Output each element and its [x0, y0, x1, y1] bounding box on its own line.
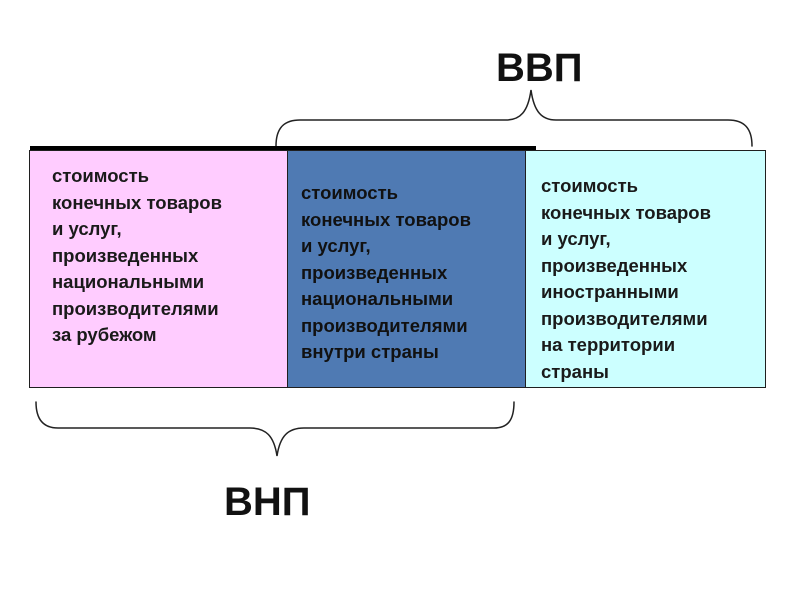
box-national-domestic-text: стоимость конечных товаров и услуг, прои… [301, 182, 471, 362]
box-foreign-domestic-text: стоимость конечных товаров и услуг, прои… [541, 175, 711, 382]
gdp-label: ВВП [496, 46, 583, 90]
box-national-abroad: стоимость конечных товаров и услуг, прои… [29, 150, 289, 388]
box-national-abroad-text: стоимость конечных товаров и услуг, прои… [52, 165, 222, 345]
gnp-label: ВНП [224, 480, 311, 524]
top-divider-line [30, 146, 536, 150]
box-foreign-domestic: стоимость конечных товаров и услуг, прои… [525, 150, 766, 388]
box-national-domestic: стоимость конечных товаров и услуг, прои… [287, 150, 527, 388]
